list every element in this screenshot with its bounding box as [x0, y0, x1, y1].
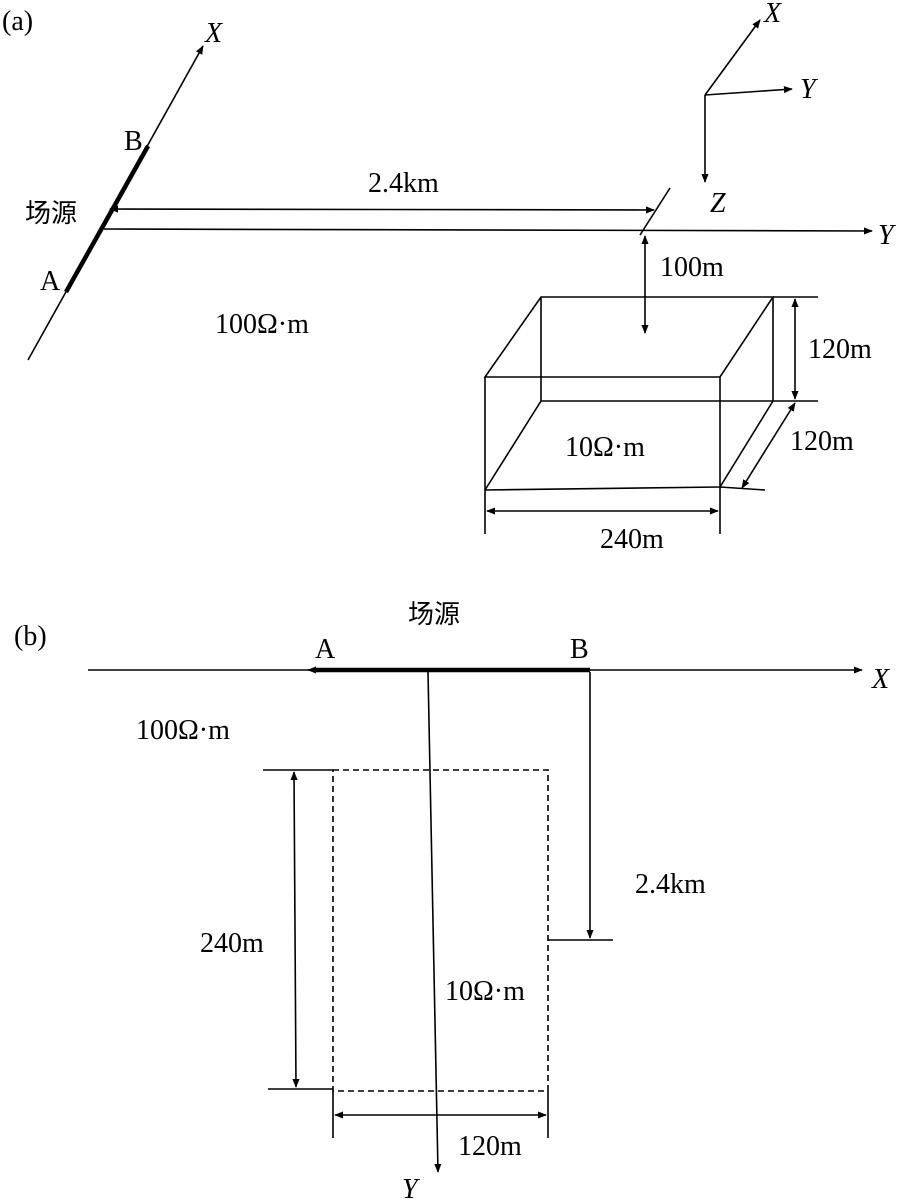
electrode-a-label-b: A [315, 634, 336, 665]
triad-z-label: Z [710, 188, 726, 219]
block-plan-outline [332, 769, 549, 1092]
x-axis-label: X [204, 18, 223, 49]
source-line [64, 144, 150, 294]
length-dimension-b [290, 771, 300, 1088]
triad-x-label: X [763, 0, 782, 29]
length-label-b: 240m [200, 928, 264, 959]
width-label: 120m [790, 426, 854, 457]
block-edge-bottom-front [484, 486, 721, 491]
triad-y-arrow [704, 85, 793, 96]
height-label: 120m [808, 334, 872, 365]
y-axis-label: Y [878, 220, 897, 251]
block-top-face [483, 296, 775, 378]
triad-x-arrow [704, 19, 761, 96]
block-resistivity-label: 10Ω·m [565, 432, 645, 463]
offset-dimension [109, 205, 655, 214]
block-resistivity-label-b: 10Ω·m [445, 976, 525, 1007]
width-label-b: 120m [458, 1131, 522, 1162]
electrode-b-label-b: B [570, 634, 589, 665]
y-axis-label-b: Y [402, 1174, 421, 1201]
x-axis-label-b: X [871, 664, 890, 695]
y-axis-b [427, 671, 442, 1173]
panel-b: (b) 场源 X A B 100Ω·m Y 2.4km 10Ω·m 240m 1… [14, 600, 890, 1201]
offset-tick [639, 187, 671, 236]
triad-y-label: Y [800, 74, 819, 105]
source-label-b: 场源 [408, 600, 460, 630]
offset-label: 2.4km [368, 168, 439, 199]
host-resistivity-label: 100Ω·m [215, 309, 309, 340]
panel-a: (a) X B A 场源 Y 2.4km 100Ω·m 100m [2, 0, 897, 555]
coordinate-triad: X Y Z [701, 0, 819, 219]
offset-label-b: 2.4km [635, 869, 706, 900]
source-label: 场源 [25, 199, 77, 229]
length-label: 240m [600, 524, 664, 555]
y-axis [103, 227, 873, 235]
block-edge-bottom-right [719, 400, 774, 488]
width-dimension [741, 402, 796, 489]
electrode-a-label: A [40, 266, 61, 297]
panel-b-label: (b) [14, 621, 47, 652]
host-resistivity-label-b: 100Ω·m [136, 715, 230, 746]
electrode-b-label: B [124, 126, 143, 157]
depth-label: 100m [660, 252, 724, 283]
panel-a-label: (a) [2, 6, 33, 37]
block-edge-bottom-left [484, 400, 542, 491]
